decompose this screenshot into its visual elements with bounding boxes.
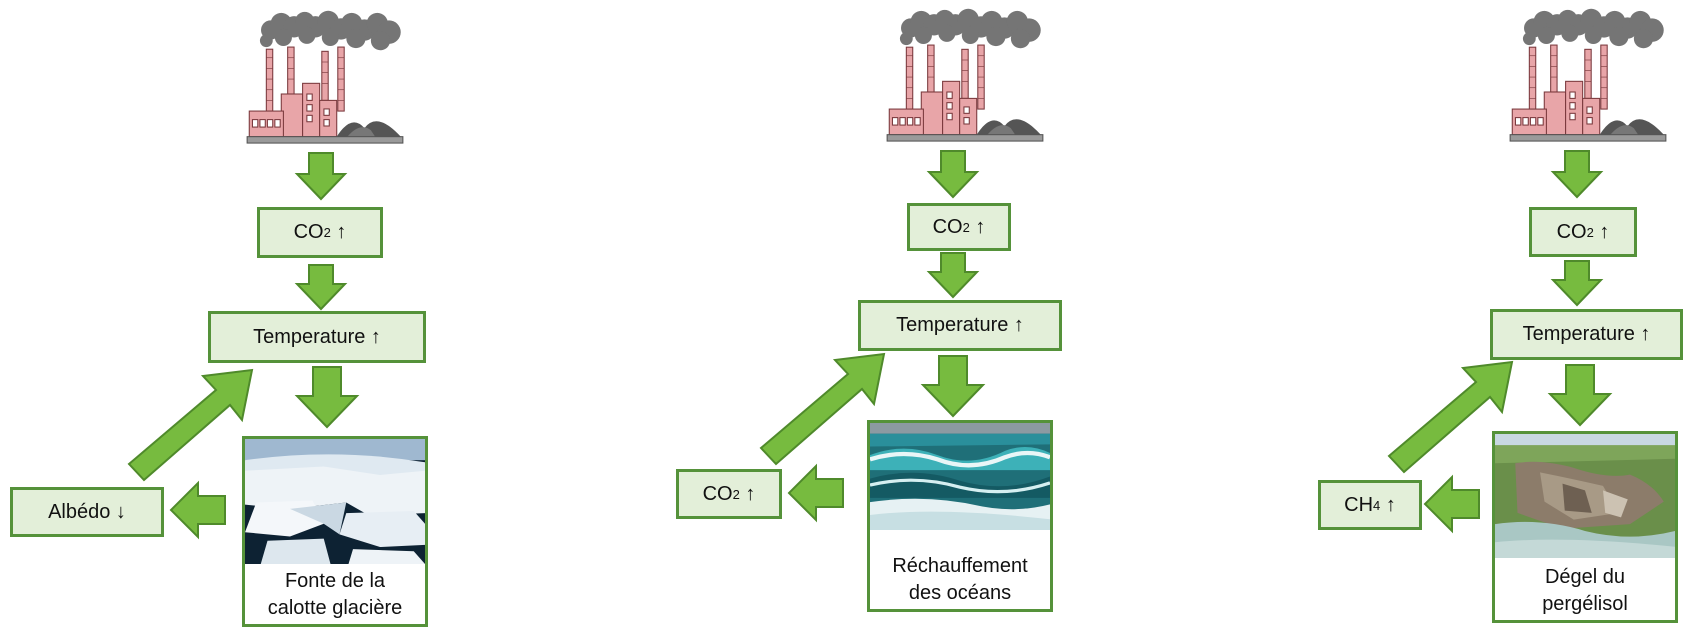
increase-symbol: ↑ bbox=[1013, 314, 1024, 336]
temperature-label: Temperature bbox=[1522, 323, 1635, 345]
increase-symbol: ↑ bbox=[1640, 323, 1651, 345]
arrow-down-temperature-to-effect bbox=[920, 355, 986, 418]
co2-subscript: 2 bbox=[732, 486, 740, 502]
feedback-box: Albédo ↓ bbox=[10, 487, 164, 537]
caption-line-2: des océans bbox=[908, 582, 1012, 604]
effect-caption: Dégel du pergélisol bbox=[1495, 564, 1675, 618]
co2-subscript: 2 bbox=[323, 225, 331, 240]
co2-label: CO bbox=[932, 215, 963, 238]
effect-box: Fonte de la calotte glacière bbox=[242, 436, 428, 627]
arrow-diagonal-feedback-to-temperature bbox=[759, 352, 886, 466]
arrow-diagonal-feedback-to-temperature bbox=[1387, 360, 1514, 474]
arrow-down-factory-to-co2 bbox=[294, 152, 348, 201]
arrow-down-co2-to-temperature bbox=[926, 252, 980, 299]
arrow-left-effect-to-feedback bbox=[787, 463, 844, 523]
decrease-symbol: ↓ bbox=[115, 500, 126, 523]
increase-symbol: ↑ bbox=[1599, 220, 1610, 243]
caption-line-2: pergélisol bbox=[1542, 593, 1628, 615]
effect-box: Réchauffement des océans bbox=[867, 420, 1053, 612]
effect-box: Dégel du pergélisol bbox=[1492, 431, 1678, 623]
increase-symbol: ↑ bbox=[745, 482, 756, 505]
temperature-box: Temperature ↑ bbox=[858, 300, 1062, 351]
arrow-down-temperature-to-effect bbox=[294, 366, 360, 429]
temperature-label: Temperature bbox=[253, 325, 366, 348]
co2-label: CO bbox=[293, 221, 324, 243]
caption-line-1: Dégel du bbox=[1544, 566, 1626, 588]
ocean-wave-photo bbox=[870, 423, 1050, 530]
arrow-left-effect-to-feedback bbox=[1423, 474, 1480, 534]
co2-subscript: 2 bbox=[962, 219, 970, 235]
arrow-down-factory-to-co2 bbox=[1550, 150, 1604, 199]
co2-label: CO bbox=[702, 482, 733, 505]
arrow-down-co2-to-temperature bbox=[1550, 260, 1604, 307]
temperature-label: Temperature bbox=[896, 314, 1009, 336]
ice-sheet-photo bbox=[245, 439, 425, 564]
increase-symbol: ↑ bbox=[975, 215, 986, 238]
caption-line-1: Réchauffement bbox=[892, 555, 1028, 577]
effect-caption: Fonte de la calotte glacière bbox=[245, 568, 425, 622]
caption-line-2: calotte glacière bbox=[267, 597, 403, 619]
co2-subscript: 2 bbox=[1586, 224, 1594, 240]
arrow-down-factory-to-co2 bbox=[926, 150, 980, 199]
albedo-label: Albédo bbox=[48, 500, 111, 523]
factory-icon bbox=[885, 6, 1045, 146]
arrow-diagonal-feedback-to-temperature bbox=[127, 368, 254, 482]
effect-caption: Réchauffement des océans bbox=[870, 553, 1050, 607]
increase-symbol: ↑ bbox=[1385, 493, 1396, 516]
arrow-down-temperature-to-effect bbox=[1547, 364, 1613, 427]
factory-icon bbox=[1508, 6, 1668, 146]
temperature-box: Temperature ↑ bbox=[1490, 309, 1683, 360]
increase-symbol: ↑ bbox=[370, 325, 381, 348]
ch4-subscript: 4 bbox=[1373, 497, 1381, 513]
increase-symbol: ↑ bbox=[336, 221, 347, 243]
co2-label: CO bbox=[1556, 220, 1587, 243]
caption-line-1: Fonte de la bbox=[284, 570, 386, 592]
arrow-down-co2-to-temperature bbox=[294, 264, 348, 311]
factory-icon bbox=[245, 8, 405, 148]
ch4-label: CH bbox=[1344, 493, 1374, 516]
arrow-left-effect-to-feedback bbox=[169, 480, 226, 540]
temperature-box: Temperature ↑ bbox=[208, 311, 426, 363]
permafrost-landslide-photo bbox=[1495, 434, 1675, 558]
